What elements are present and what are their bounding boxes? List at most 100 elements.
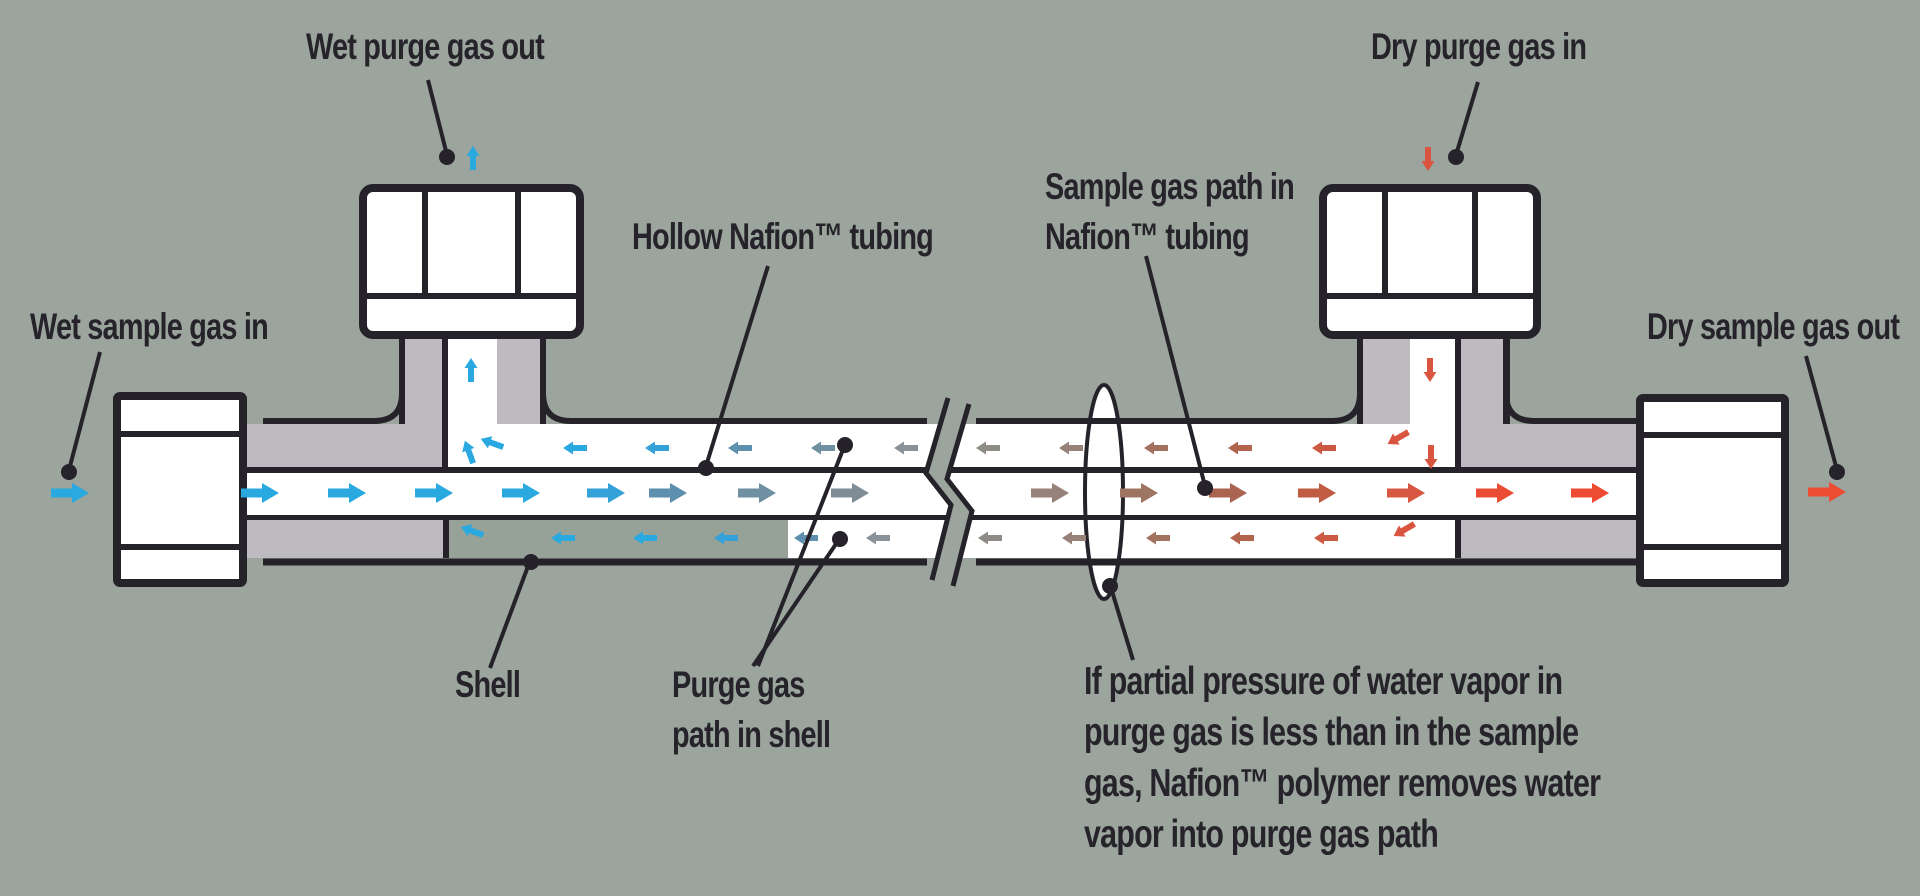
- label-sample-gas-path-line1: Sample gas path in: [1045, 166, 1295, 207]
- right-purge-fitting: [1319, 184, 1541, 339]
- label-dry-sample-gas-out: Dry sample gas out: [1647, 306, 1900, 347]
- purge-gas-arrow-upper: [480, 436, 505, 450]
- sample-gas-arrow: [738, 483, 776, 503]
- left-sample-fitting-line-bottom: [120, 544, 240, 550]
- label-sample-gas-path: Sample gas path in Nafion™ tubing: [1045, 162, 1295, 262]
- purge-gas-arrow-upper: [563, 441, 587, 455]
- label-hollow-nafion-tubing: Hollow Nafion™ tubing: [632, 216, 934, 257]
- leader-dry-sample-out: [1804, 355, 1839, 471]
- left-sample-fitting-line-top: [120, 431, 240, 437]
- left-fitting-band-line: [367, 293, 576, 299]
- sample-gas-arrow: [1120, 483, 1158, 503]
- purge-gas-arrow-upper: [1312, 441, 1336, 455]
- sample-port-fittings: [113, 392, 1789, 587]
- right-sample-fitting-line-top: [1643, 432, 1782, 438]
- shell-top-left-segment: [263, 336, 405, 424]
- shell-block-lower-right: [1455, 520, 1640, 558]
- sample-gas-arrow: [328, 483, 366, 503]
- purge-gas-arrow-lower: [460, 524, 485, 538]
- label-purge-gas-path: Purge gas path in shell: [672, 660, 831, 760]
- left-stem-gray-right: [497, 333, 540, 424]
- right-fitting-band-line: [1327, 293, 1533, 299]
- leader-dot-shell: [523, 554, 539, 570]
- sample-gas-arrow: [1476, 483, 1514, 503]
- label-partial-pressure-note: If partial pressure of water vapor in pu…: [1084, 656, 1601, 860]
- sample-gas-arrow: [1031, 483, 1069, 503]
- leader-sample-path: [1144, 255, 1207, 487]
- leader-lines: [61, 79, 1845, 669]
- purge-gas-arrow-upper: [645, 441, 669, 455]
- break-line-left: [923, 397, 954, 581]
- leader-wet-sample-in: [67, 351, 102, 471]
- label-wet-sample-gas-in: Wet sample gas in: [30, 306, 269, 347]
- right-stem-channel: [1410, 333, 1455, 425]
- leader-dot-purge-path-lower: [832, 531, 848, 547]
- right-stem-gray-left: [1363, 333, 1410, 424]
- purge-gas-arrow-upper: [1228, 441, 1252, 455]
- note-line2: purge gas is less than in the sample: [1084, 711, 1579, 754]
- purge-up-stem-arrow: [464, 358, 478, 382]
- label-shell: Shell: [455, 664, 521, 705]
- purge-gas-arrow-lower: [1314, 531, 1338, 545]
- break-line-right: [944, 403, 975, 587]
- shell-top-right-segment: [976, 336, 1363, 424]
- sample-gas-arrow: [587, 483, 625, 503]
- note-line1: If partial pressure of water vapor in: [1084, 660, 1563, 703]
- tube-break-symbol: [923, 397, 975, 587]
- sample-gas-arrow: [1209, 483, 1247, 503]
- break-gap: [926, 398, 972, 586]
- left-sample-fitting: [113, 392, 247, 587]
- leader-dot-purge-path-upper: [837, 437, 853, 453]
- shell-top-middle-segment: [540, 336, 927, 424]
- right-sample-fitting-line-bottom: [1643, 544, 1782, 550]
- dry-purge-in-arrow: [1421, 147, 1435, 171]
- leader-dot-note: [1102, 578, 1118, 594]
- wet-purge-out-arrow: [466, 146, 480, 170]
- left-purge-fitting: [359, 184, 584, 339]
- shell-top-far-right-segment: [1503, 336, 1642, 424]
- leader-dot-dry-purge-in: [1448, 149, 1464, 165]
- note-line4: vapor into purge gas path: [1084, 813, 1439, 856]
- purge-gas-arrow-lower: [1062, 531, 1086, 545]
- dry-sample-out-arrow: [1808, 482, 1846, 502]
- purge-gas-arrow-lower: [1230, 531, 1254, 545]
- label-purge-gas-path-line1: Purge gas: [672, 664, 805, 705]
- shell-block-upper-left: [243, 424, 443, 468]
- label-wet-purge-gas-out: Wet purge gas out: [306, 26, 545, 67]
- purge-gas-arrow-lower: [978, 531, 1002, 545]
- leader-dot-hollow-nafion: [698, 460, 714, 476]
- leader-dot-sample-path: [1197, 480, 1213, 496]
- purge-gas-arrow-upper: [976, 441, 1000, 455]
- purge-port-fittings: [359, 184, 1541, 339]
- left-stem-gray-left: [405, 333, 442, 424]
- purge-gas-arrow-lower: [633, 531, 657, 545]
- wet-sample-in-arrow: [51, 483, 89, 503]
- right-fitting-divider-2: [1472, 192, 1478, 297]
- purge-gas-arrow-lower: [866, 531, 890, 545]
- leader-dot-wet-sample-in: [61, 464, 77, 480]
- purge-gas-arrow-lower: [714, 531, 738, 545]
- leader-hollow-nafion: [704, 265, 770, 467]
- lower-left-divider: [443, 520, 449, 558]
- purge-down-stem-arrow: [1423, 358, 1437, 382]
- leader-purge-path-lower: [751, 539, 840, 668]
- purge-gas-arrow-upper: [894, 441, 918, 455]
- note-line3: gas, Nafion™ polymer removes water: [1084, 762, 1601, 805]
- label-dry-purge-gas-in: Dry purge gas in: [1371, 26, 1587, 67]
- sample-gas-arrow: [415, 483, 453, 503]
- right-sample-fitting: [1636, 394, 1789, 587]
- purge-gas-arrow-lower: [1146, 531, 1170, 545]
- purge-gas-arrow-upper: [1144, 441, 1168, 455]
- leader-wet-purge-out: [426, 79, 449, 156]
- left-fitting-divider-2: [515, 192, 521, 297]
- purge-up-stem-arrow: [462, 440, 476, 465]
- shell-outline: [263, 336, 1642, 566]
- purge-gas-arrow-lower: [794, 531, 818, 545]
- leader-purge-path-upper: [756, 446, 846, 667]
- leader-dot-dry-sample-out: [1829, 464, 1845, 480]
- purge-gas-arrow-upper: [1059, 441, 1083, 455]
- label-sample-gas-path-line2: Nafion™ tubing: [1045, 216, 1250, 257]
- right-stem-divider: [1455, 333, 1461, 468]
